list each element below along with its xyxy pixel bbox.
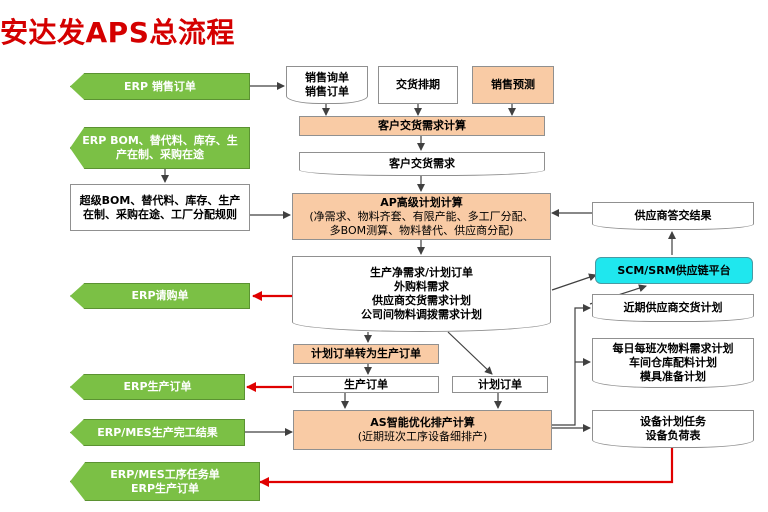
net-requirements-doc: 生产净需求/计划订单 外购料需求 供应商交货需求计划 公司间物料调拨需求计划	[292, 256, 551, 332]
arrow-as-to-near	[552, 304, 591, 426]
arrow-net-to-scm	[551, 273, 597, 291]
super-bom-box: 超级BOM、替代料、库存、生产在制、采购在途、工厂分配规则	[70, 184, 250, 231]
convert-plan-to-production: 计划订单转为生产订单	[293, 344, 439, 364]
daily-material-plan: 每日每班次物料需求计划 车间仓库配料计划 模具准备计划	[592, 338, 754, 388]
erp-purchase-request: ERP请购单	[70, 283, 250, 309]
page-title: 安达发APS总流程	[0, 16, 235, 49]
as-scheduling-calc: AS智能优化排产计算 (近期班次工序设备细排产)	[293, 410, 552, 450]
equipment-plan: 设备计划任务 设备负荷表	[592, 410, 754, 448]
planned-order: 计划订单	[452, 376, 548, 393]
sales-inquiry-doc: 销售询单销售订单	[286, 66, 368, 104]
production-order: 生产订单	[293, 376, 439, 393]
erp-mes-result: ERP/MES生产完工结果	[70, 419, 245, 446]
erp-sales-order: ERP 销售订单	[70, 73, 250, 100]
sales-forecast: 销售预测	[472, 66, 554, 104]
customer-demand: 客户交货需求	[299, 152, 545, 176]
delivery-schedule: 交货排期	[378, 66, 458, 104]
demand-calc: 客户交货需求计算	[299, 116, 545, 136]
scm-srm-platform: SCM/SRM供应链平台	[595, 257, 753, 284]
erp-production-order: ERP生产订单	[70, 374, 245, 400]
red-arrow-task	[259, 448, 674, 487]
supplier-reply: 供应商答交结果	[592, 202, 754, 230]
arrow-net-right	[447, 331, 493, 375]
erp-bom-inputs: ERP BOM、替代料、库存、生产在制、采购在途	[70, 127, 250, 169]
near-supplier-plan: 近期供应商交货计划	[592, 294, 754, 322]
ap-calc: AP高级计划计算 (净需求、物料齐套、有限产能、多工厂分配、 多BOM测算、物料…	[292, 193, 551, 240]
